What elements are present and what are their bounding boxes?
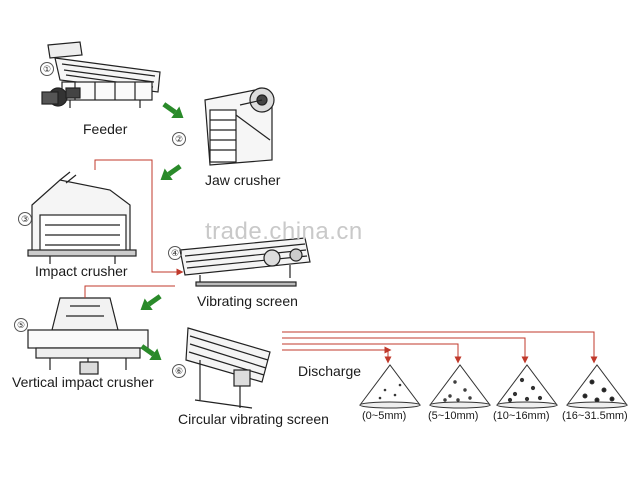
discharge-line-large (282, 338, 525, 360)
output-size-label-2: (5~10mm) (428, 410, 478, 422)
feeder-machine-drawing (42, 42, 160, 108)
output-pile-2 (430, 365, 490, 408)
flow-arrow-feeder-to-jaw (160, 99, 188, 124)
label-jaw-crusher: Jaw crusher (205, 172, 280, 188)
circular-vibrating-screen-machine-drawing (186, 328, 270, 408)
label-vibrating-screen: Vibrating screen (197, 293, 298, 309)
output-size-label-1: (0~5mm) (362, 410, 406, 422)
vertical-impact-crusher-machine-drawing (28, 298, 148, 374)
discharge-line-medium (282, 344, 458, 360)
step-number-2: ② (172, 132, 186, 146)
jaw-crusher-machine-drawing (205, 88, 274, 165)
label-discharge: Discharge (298, 363, 361, 379)
label-circular-vibrating-screen: Circular vibrating screen (178, 411, 329, 427)
discharge-line-xlarge (282, 332, 594, 360)
watermark: trade.china.cn (205, 218, 363, 246)
output-size-label-4: (16~31.5mm) (562, 410, 628, 422)
label-impact-crusher: Impact crusher (35, 263, 128, 279)
line-screen-to-vertical-crusher (85, 286, 175, 298)
output-pile-3 (497, 365, 557, 408)
label-vertical-impact-crusher: Vertical impact crusher (12, 374, 154, 390)
step-number-6: ⑥ (172, 364, 186, 378)
output-size-label-3: (10~16mm) (493, 410, 550, 422)
output-pile-1 (360, 365, 420, 408)
discharge-piles (360, 365, 627, 408)
step-number-3: ③ (18, 212, 32, 226)
label-feeder: Feeder (83, 121, 127, 137)
step-number-1: ① (40, 62, 54, 76)
flow-arrow-jaw-to-impact (157, 161, 185, 186)
flow-arrow-screen-to-vertical (137, 291, 165, 316)
impact-crusher-machine-drawing (28, 172, 136, 264)
discharge-line-small (282, 350, 388, 360)
step-number-4: ④ (168, 246, 182, 260)
feed-line-network (85, 160, 594, 360)
step-number-5: ⑤ (14, 318, 28, 332)
output-pile-4 (567, 365, 627, 408)
